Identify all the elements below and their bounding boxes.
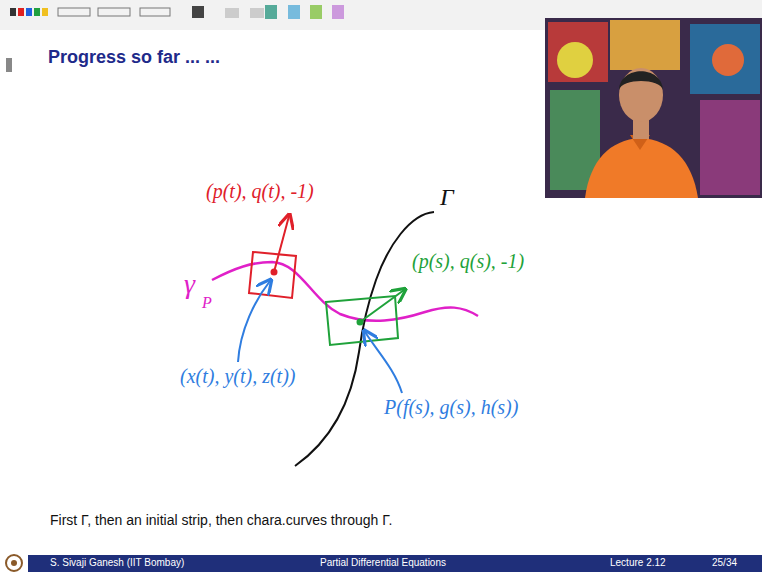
normal-arrow	[360, 290, 404, 322]
footer-text: S. Sivaji Ganesh (IIT Bombay)	[50, 557, 184, 569]
curve-name: Γ	[440, 184, 454, 212]
toolbar-icons	[10, 5, 344, 19]
webcam-inset	[545, 18, 762, 198]
institute-logo	[6, 555, 22, 571]
side-marker	[6, 58, 12, 72]
leader-arrow	[365, 332, 402, 393]
footer-text: 25/34	[712, 557, 737, 569]
normal-vector-label: (p(t), q(t), -1)	[206, 180, 314, 203]
normal-vector-label: (p(s), q(s), -1)	[412, 250, 524, 273]
footer-text: Partial Differential Equations	[320, 557, 446, 569]
curve-subscript: P	[202, 294, 212, 312]
normal-arrow	[274, 216, 289, 272]
leader-arrow	[238, 281, 270, 362]
tangent-plane	[249, 252, 296, 298]
footer-text: Lecture 2.12	[610, 557, 666, 569]
footer-bar	[28, 555, 762, 572]
slide-title: Progress so far ... ...	[48, 47, 220, 68]
point-label: P(f(s), g(s), h(s))	[384, 396, 518, 419]
slide-caption: First Γ, then an initial strip, then cha…	[50, 512, 392, 528]
point-label: (x(t), y(t), z(t))	[180, 365, 296, 388]
curve-name: γ	[184, 268, 195, 300]
